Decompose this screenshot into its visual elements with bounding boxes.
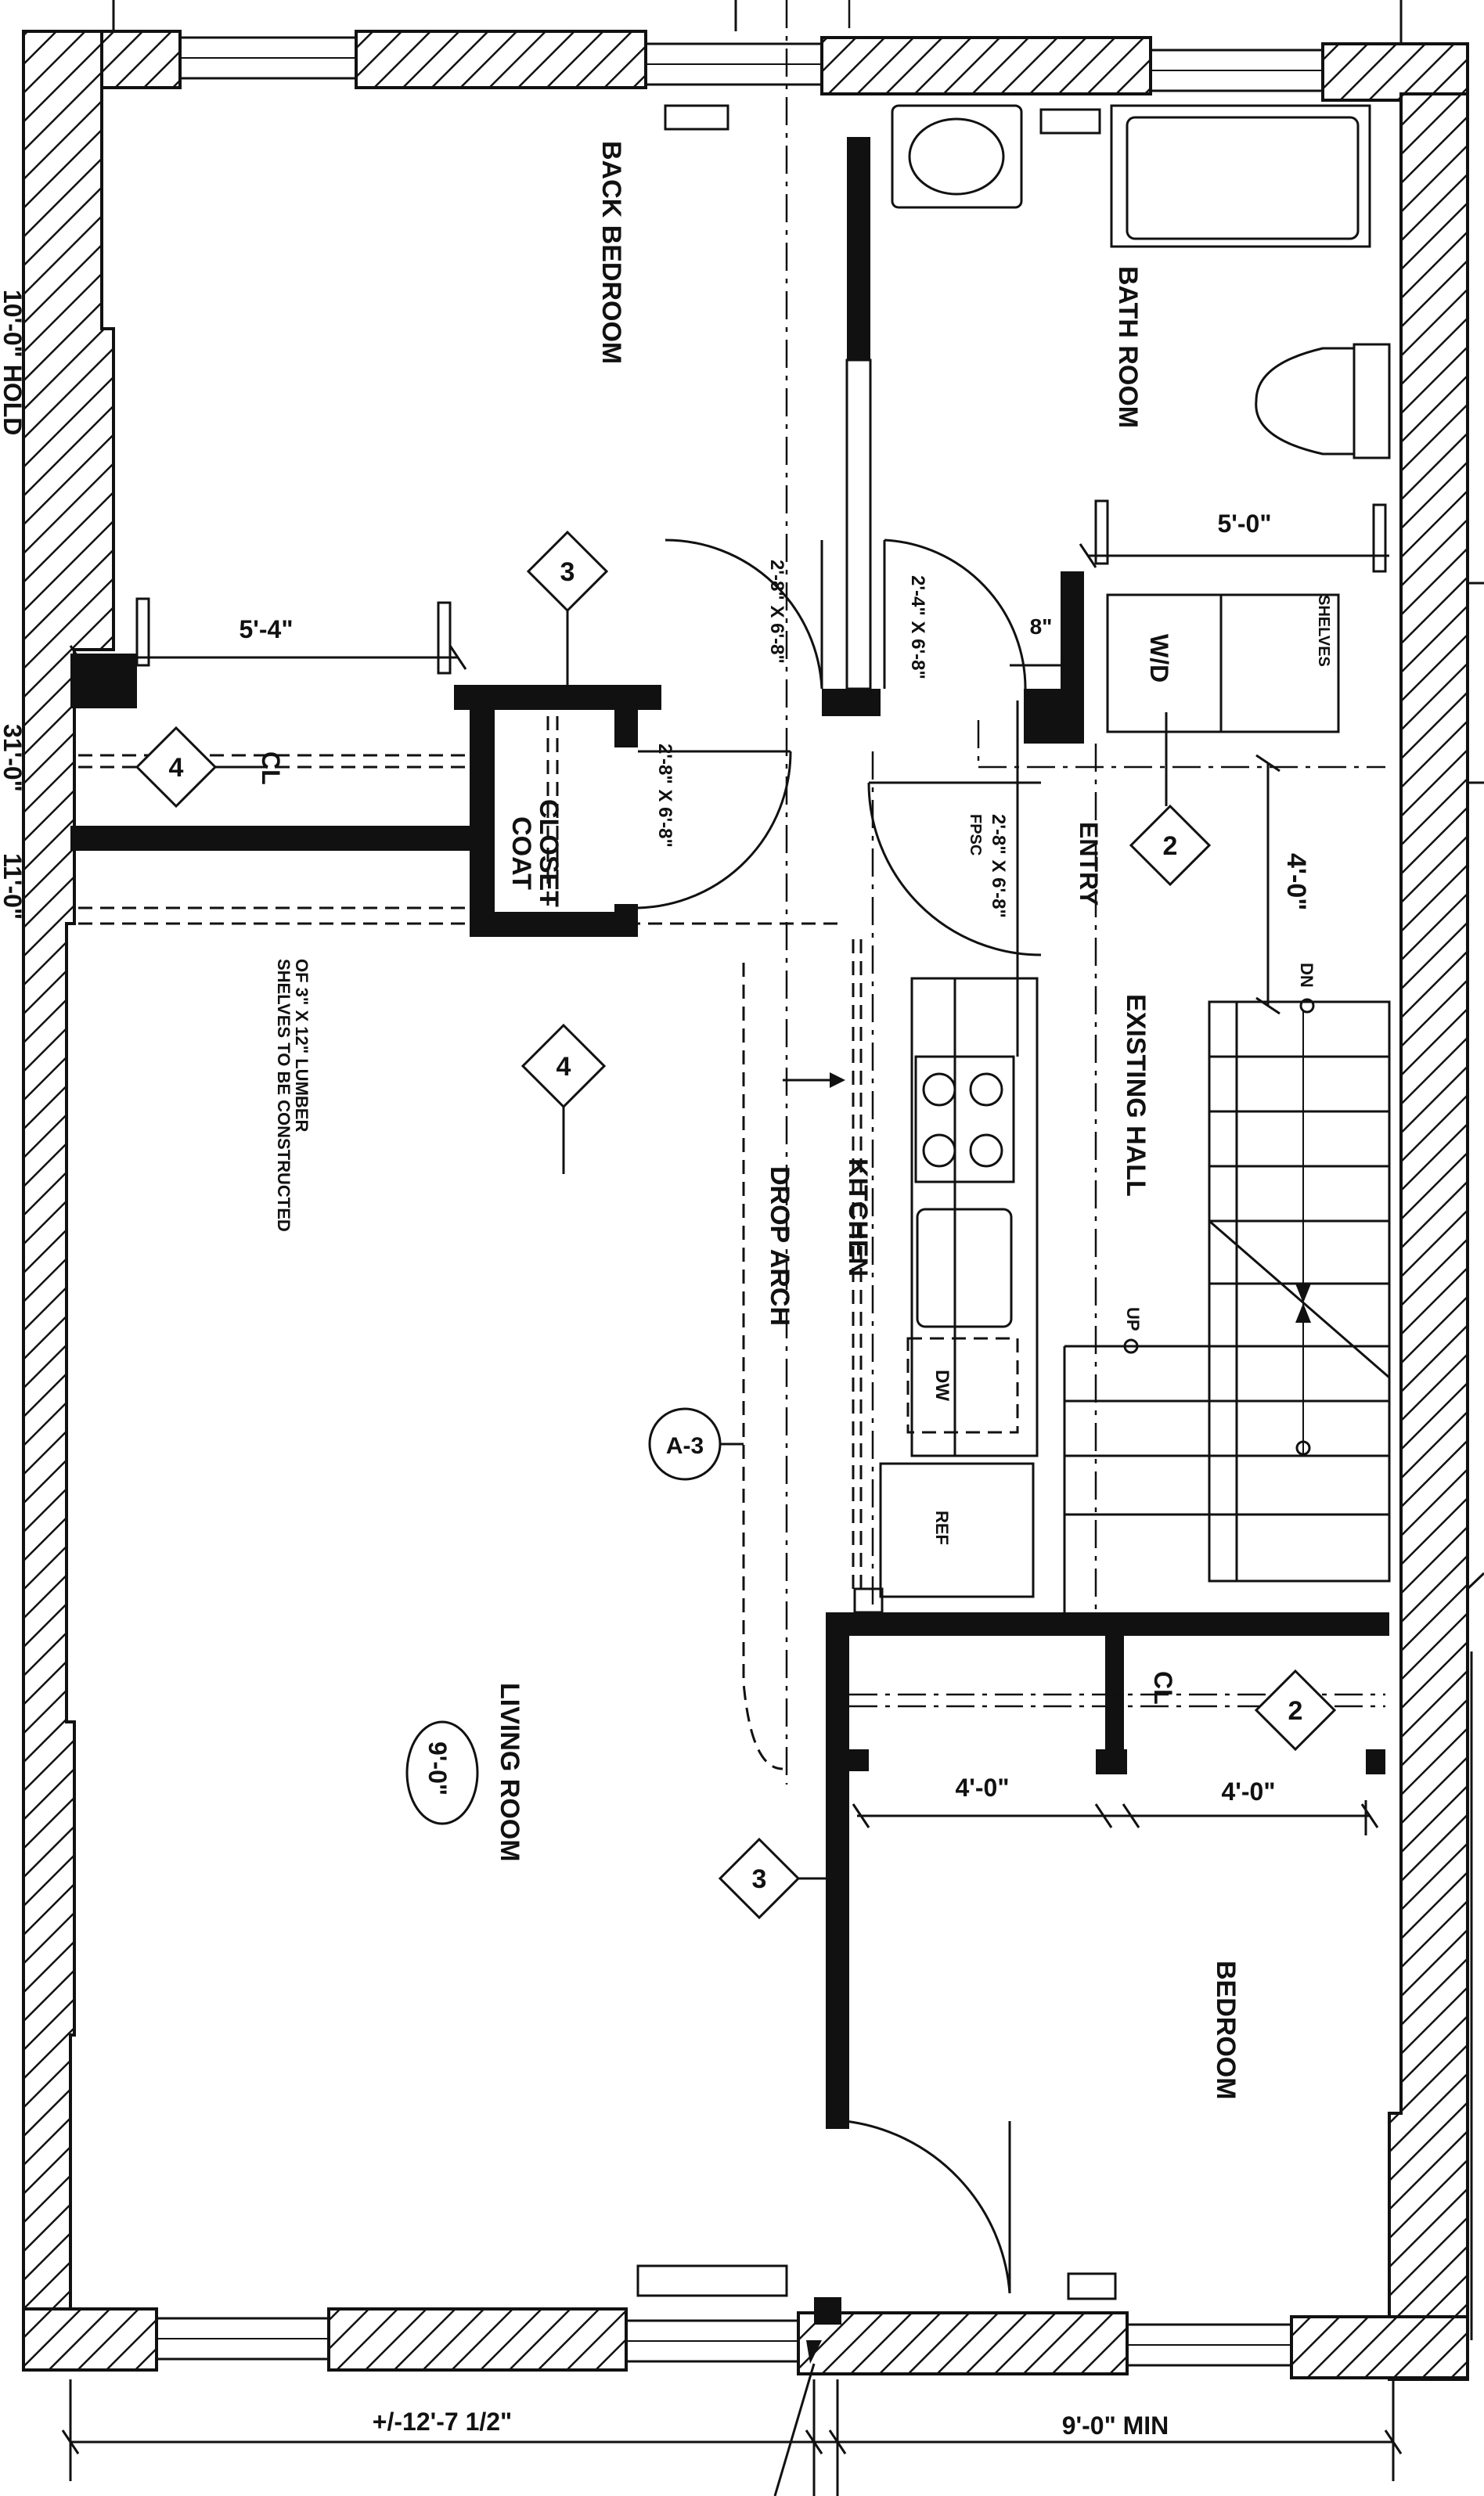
back-bedroom-door-label: 2'-8" X 6'-8" (766, 560, 787, 664)
kitchen-sink (916, 1208, 1013, 1328)
stair-up-label: UP (1123, 1307, 1143, 1331)
overall-left-dim: +/-12'-7 1/2" (373, 2408, 512, 2436)
edge-top-dim: 10'-0" HOLD (0, 290, 27, 435)
exterior-walls (22, 30, 1469, 2381)
kitchen-label: KITCHEN (843, 1158, 873, 1277)
door-labels: 2'-8" X 6'-8" 2'-4" X 6'-8" 2'-8" X 6'-8… (654, 560, 1009, 918)
entry-label: ENTRY (1075, 822, 1103, 906)
top-wall-seg-4 (1321, 42, 1469, 102)
existing-hall-label: EXISTING HALL (1121, 994, 1151, 1197)
stairs (1063, 998, 1391, 1612)
bedroom-label: BEDROOM (1211, 1961, 1241, 2100)
room-labels: BACK BEDROOM BATH ROOM COAT CLOSET ENTRY… (495, 141, 1241, 2100)
shelves-note-1: SHELVES TO BE CONSTRUCTED (274, 959, 294, 1232)
stair-outline (1208, 1000, 1391, 1583)
section-ref-label: A-3 (666, 1433, 704, 1459)
coat-closet-label-1: COAT (506, 816, 536, 890)
section-tags: 3 4 4 2 2 3 A-3 (135, 530, 1337, 1920)
top-wall-seg-2 (355, 30, 647, 89)
entry-door-note: FPSC (967, 814, 984, 855)
reference-lines (785, 0, 1385, 1785)
windows (155, 36, 1324, 2367)
kitchen-counter (910, 977, 1039, 1457)
ceiling-height-dim: 9'-0" (423, 1741, 452, 1795)
bath-door-label: 2'-4" X 6'-8" (907, 575, 928, 679)
edge-mid-dim: 31'-0" (0, 724, 27, 792)
section-ref-a3: A-3 (648, 1407, 744, 1481)
closet-1-dim: 4'-0" (955, 1774, 1009, 1802)
overall-right-dim: 9'-0" MIN (1062, 2411, 1169, 2440)
tag-3-upper-label: 3 (560, 557, 575, 587)
dimension-labels: 5'-4" 5'-0" 8" 4'-0" 4'-0" 4'-0" 9'-0" +… (0, 290, 1311, 2440)
closet-shelf-lines (78, 716, 837, 925)
bottom-wall-seg-2 (327, 2307, 628, 2372)
tag-2-entry: 2 (1129, 804, 1212, 887)
ceiling-height-tag (405, 1720, 479, 1825)
tag-4-upper-label: 4 (169, 753, 184, 783)
closet-2-dim: 4'-0" (1221, 1777, 1275, 1806)
closet-width-dim: 5'-4" (239, 615, 293, 643)
toilet (1255, 347, 1356, 456)
tag-3-lower-label: 3 (752, 1864, 767, 1894)
drop-arch-label: DROP ARCH (765, 1166, 794, 1326)
bathtub (1110, 104, 1371, 248)
bottom-wall-seg-1 (22, 2307, 158, 2372)
top-wall-seg-3 (820, 36, 1152, 95)
entry-wall-dim: 8" (1030, 614, 1053, 639)
back-bedroom-label: BACK BEDROOM (596, 141, 626, 364)
left-wall (22, 30, 115, 2311)
bath-width-dim: 5'-0" (1217, 510, 1271, 538)
dishwasher-label: DW (931, 1370, 953, 1401)
bottom-wall-seg-4 (1290, 2315, 1469, 2379)
hall-depth-dim: 4'-0" (1281, 853, 1311, 910)
entry-door-label: 2'-8" X 6'-8" (988, 814, 1009, 918)
tag-2-bedroom-label: 2 (1288, 1696, 1303, 1726)
tag-3-lower: 3 (718, 1837, 830, 1920)
dishwasher-box (906, 1337, 1019, 1434)
dimension-lines (61, 0, 1484, 2496)
centerline-1-label: CL (257, 751, 285, 785)
washer-dryer-box (1106, 593, 1340, 733)
living-room-label: LIVING ROOM (495, 1683, 524, 1862)
range (914, 1055, 1015, 1183)
right-wall (1388, 92, 1469, 2381)
bath-fixtures (135, 104, 1391, 733)
centerline-2-label: CL (1149, 1671, 1177, 1705)
sink (891, 104, 1023, 209)
tag-2-bedroom: 2 (1254, 1669, 1337, 1752)
refrigerator-label: REF (932, 1511, 952, 1545)
shelves-note-2: OF 3" X 12" LUMBER (292, 959, 312, 1132)
bath-room-label: BATH ROOM (1113, 266, 1143, 428)
kitchen-fixtures (853, 977, 1039, 1614)
tag-3-upper: 3 (526, 530, 609, 689)
stair-down-label: DN (1297, 963, 1317, 988)
fixture-labels: W/D SHELVES DW REF DN UP CL CL (257, 595, 1332, 1705)
drop-arch-outline (742, 939, 863, 1770)
note-labels: SHELVES TO BE CONSTRUCTED OF 3" X 12" LU… (274, 959, 312, 1232)
coat-closet-label-2: CLOSET (534, 799, 564, 907)
tag-4-upper: 4 (135, 726, 266, 809)
shelves-label: SHELVES (1315, 595, 1332, 667)
bottom-wall-seg-3 (797, 2311, 1129, 2375)
edge-mid2-dim: 11'-0" (0, 853, 27, 920)
tag-4-lower: 4 (520, 1023, 607, 1174)
tag-2-entry-label: 2 (1163, 831, 1178, 861)
tag-4-lower-label: 4 (556, 1052, 571, 1082)
interior-walls (70, 137, 1389, 2325)
closet-door-label: 2'-8" X 6'-8" (654, 744, 675, 848)
washer-dryer-label: W/D (1145, 634, 1173, 683)
refrigerator-box (879, 1462, 1035, 1598)
